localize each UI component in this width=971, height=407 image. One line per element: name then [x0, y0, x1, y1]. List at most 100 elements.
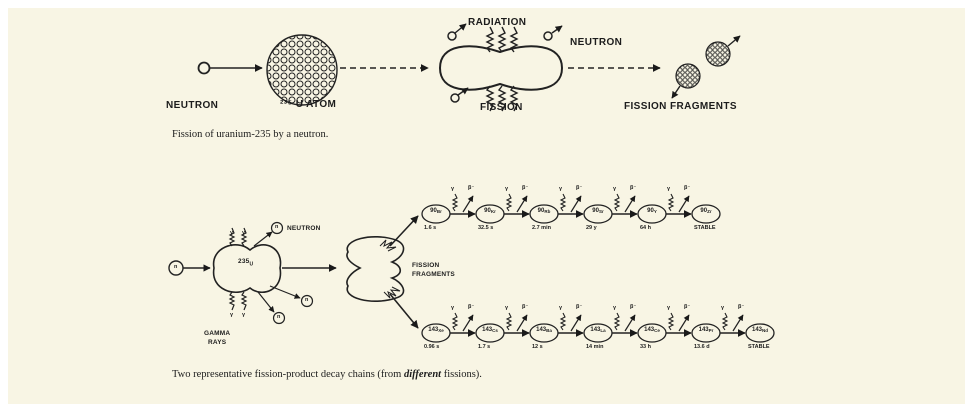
emitted-neutron-arrow [552, 26, 562, 33]
nuclide-mass: 90 [430, 208, 437, 214]
label-n-right: n [305, 297, 308, 303]
nuclide-halflife: STABLE [748, 344, 770, 350]
gamma-emission [453, 194, 457, 211]
gamma-wiggle [230, 292, 234, 310]
gamma-symbol: γ [559, 305, 562, 311]
neutron-arrow [258, 292, 274, 312]
beta-symbol: β⁻ [630, 185, 636, 191]
label-n-bottom: n [277, 314, 280, 320]
gamma-symbol: γ [451, 305, 454, 311]
caption-figure2-emphasis: different [404, 369, 441, 380]
neutron-arrow [254, 232, 272, 246]
nuclide-mass: 90 [484, 208, 491, 214]
caption-figure2-pre: Two representative fission-product decay… [172, 369, 404, 380]
nuclide-label: 143Nd [747, 327, 773, 333]
incoming-neutron [199, 63, 210, 74]
nuclide-halflife: 12 s [532, 344, 543, 350]
nuclide-element: Kr [491, 209, 496, 214]
nuclide-halflife: 2.7 min [532, 225, 551, 231]
beta-symbol: β⁻ [684, 185, 690, 191]
u235-mass: 235 [238, 258, 249, 265]
figure1 [199, 24, 741, 111]
u235-atom [267, 35, 337, 105]
nuclide-label: 143La [585, 327, 611, 333]
label-radiation: RADIATION [468, 17, 526, 28]
beta-symbol: β⁻ [576, 304, 582, 310]
nuclide-halflife: 1.6 s [424, 225, 436, 231]
nuclide-label: 90Kr [477, 208, 503, 214]
nuclide-mass: 143 [590, 327, 600, 333]
emitted-neutron [448, 32, 456, 40]
gamma-emission [615, 194, 619, 211]
gamma-symbol: γ [559, 186, 562, 192]
gamma-emission [507, 194, 511, 211]
nuclide-mass: 143 [428, 327, 438, 333]
nuclide-halflife: 0.96 s [424, 344, 439, 350]
gamma-symbol: γ [451, 186, 454, 192]
beta-emission-arrow [571, 315, 581, 331]
label-gamma-rays-1: GAMMA [204, 330, 230, 337]
branch-arrow-upper [390, 216, 418, 246]
fission-fragment [706, 42, 730, 66]
beta-symbol: β⁻ [522, 304, 528, 310]
nuclide-label: 143Ce [639, 327, 665, 333]
beta-emission-arrow [733, 315, 743, 331]
gamma-emission [669, 194, 673, 211]
beta-symbol: β⁻ [738, 304, 744, 310]
label-fission: FISSION [480, 102, 523, 113]
gamma-emission [507, 313, 511, 330]
nuclide-halflife: 14 min [586, 344, 603, 350]
figure2 [169, 194, 774, 342]
nuclide-halflife: 29 y [586, 225, 597, 231]
beta-emission-arrow [517, 196, 527, 212]
fission-fragment [676, 64, 700, 88]
beta-emission-arrow [625, 196, 635, 212]
nuclide-halflife: 13.6 d [694, 344, 710, 350]
branch-arrow-lower [390, 294, 418, 328]
label-n-top: n [275, 224, 278, 230]
u235-symbol: U [249, 261, 253, 267]
beta-symbol: β⁻ [522, 185, 528, 191]
nuclide-element: La [600, 328, 605, 333]
caption-figure1: Fission of uranium-235 by a neutron. [172, 129, 328, 140]
gamma-symbol: γ [230, 312, 233, 318]
gamma-symbol: γ [242, 230, 245, 236]
nuclide-halflife: STABLE [694, 225, 716, 231]
nuclide-mass: 143 [536, 327, 546, 333]
fission-nucleus [440, 46, 562, 89]
beta-emission-arrow [625, 315, 635, 331]
gamma-symbol: γ [505, 186, 508, 192]
beta-emission-arrow [517, 315, 527, 331]
label-fission-fragments-2: FRAGMENTS [412, 271, 455, 278]
label-u235-atom: ²³⁵ U ATOM [280, 99, 336, 110]
fragment-arrow [728, 36, 740, 46]
nuclide-halflife: 64 h [640, 225, 651, 231]
label-neutron-in: NEUTRON [166, 100, 218, 111]
beta-symbol: β⁻ [468, 304, 474, 310]
gamma-emission [453, 313, 457, 330]
gamma-symbol: γ [667, 305, 670, 311]
label-gamma-rays-2: RAYS [208, 339, 226, 346]
gamma-symbol: γ [505, 305, 508, 311]
nuclide-halflife: 1.7 s [478, 344, 490, 350]
nuclide-halflife: 33 h [640, 344, 651, 350]
caption-figure2: Two representative fission-product decay… [172, 369, 482, 380]
decay-chain-upper [422, 194, 720, 223]
gamma-emission [561, 313, 565, 330]
neutron-arrow [270, 286, 300, 298]
nuclide-element: Y [654, 209, 657, 214]
nuclide-element: Ce [654, 328, 660, 333]
nuclide-element: Ba [546, 328, 552, 333]
beta-symbol: β⁻ [576, 185, 582, 191]
nuclide-element: Rb [544, 209, 550, 214]
nuclide-element: Xe [438, 328, 444, 333]
emitted-neutron [544, 32, 552, 40]
beta-symbol: β⁻ [684, 304, 690, 310]
nuclide-mass: 143 [699, 327, 709, 333]
nuclide-label: 90Zr [693, 208, 719, 214]
emitted-neutron-arrow [455, 24, 466, 33]
gamma-wiggle [242, 292, 246, 310]
nuclide-element: Cs [492, 328, 498, 333]
nuclide-halflife: 32.5 s [478, 225, 493, 231]
